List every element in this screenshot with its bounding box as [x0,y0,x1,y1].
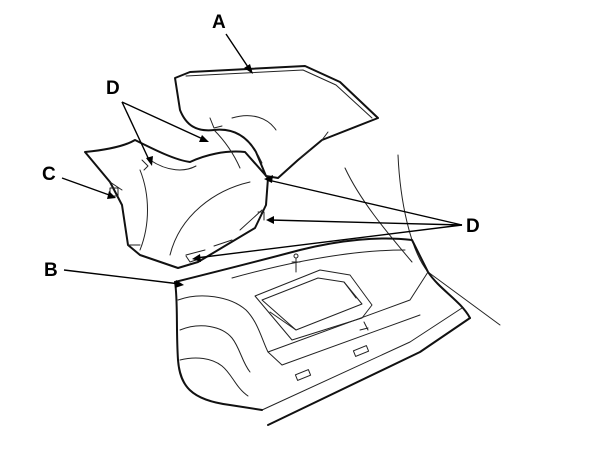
arrow-b [175,280,184,288]
leader-d-left-1 [121,101,206,141]
callout-c: C [42,164,56,185]
arrow-d-right-2 [266,216,274,224]
leader-b [63,269,181,285]
callout-labels: A D C D B [42,12,480,281]
arrow-d-left-1 [199,135,209,142]
leader-c [61,177,113,197]
callout-d-left: D [106,78,120,99]
arrow-c [107,191,116,199]
callout-a: A [212,12,226,33]
leader-d-right-2 [269,219,463,226]
arrow-d-right-3 [192,254,201,262]
leader-a [225,33,251,71]
upper-column-cover [174,65,379,179]
callout-leaders [61,33,463,288]
arrow-d-left-2 [146,156,153,166]
callout-b: B [44,260,58,281]
leader-d-right-3 [195,224,463,259]
callout-d-right: D [466,216,480,237]
dashboard-base [174,154,501,426]
lower-column-cover [84,139,269,269]
leader-d-left-2 [121,101,151,163]
arrow-a [244,64,253,74]
leader-d-right-1 [267,179,463,226]
arrow-d-right-1 [264,175,273,183]
